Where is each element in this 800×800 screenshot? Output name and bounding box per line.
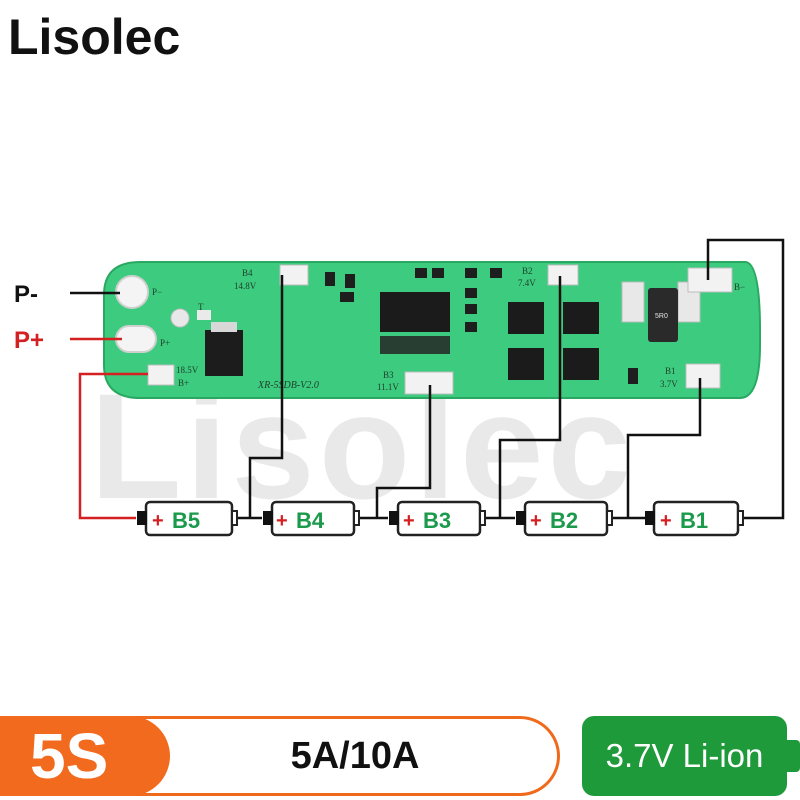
chemistry-battery-badge xyxy=(582,716,787,796)
mosfet-chip xyxy=(205,330,243,376)
silk-b1-label: B1 xyxy=(665,366,676,376)
silk-b1-voltage: 3.7V xyxy=(660,379,678,389)
b1-pad xyxy=(685,363,721,389)
silk-b4-label: B4 xyxy=(242,268,253,278)
silk-model: XR-5SDB-V2.0 xyxy=(257,380,319,391)
silk-b5-voltage: 18.5V xyxy=(176,365,199,375)
chemistry-label: 3.7V Li-ion xyxy=(605,737,764,774)
silk-b3-voltage: 11.1V xyxy=(377,382,399,392)
mosfet-chip xyxy=(508,302,544,334)
shunt-resistor xyxy=(648,288,678,342)
cell-label: B2 xyxy=(550,508,578,533)
silk-b-plus: B+ xyxy=(178,378,189,388)
silk-p-minus: P− xyxy=(152,287,162,297)
wiring xyxy=(70,238,785,520)
mosfet-chip xyxy=(563,302,599,334)
battery-terminal-icon xyxy=(786,740,800,772)
cell-b3: + B3 xyxy=(389,500,486,537)
cell-plus-sign: + xyxy=(660,510,672,532)
b2-pad xyxy=(547,264,579,286)
mosfet-chip xyxy=(508,348,544,380)
cell-b4: + B4 xyxy=(263,500,360,537)
series-count-badge: 5S xyxy=(0,716,170,796)
cell-label: B5 xyxy=(172,508,200,533)
silk-b2-label: B2 xyxy=(522,266,533,276)
cell-plus-sign: + xyxy=(276,510,288,532)
cell-b2: + B2 xyxy=(516,500,613,537)
cell-b5: + B5 xyxy=(137,500,238,537)
brand-logo: Lisolec xyxy=(8,9,181,65)
pcb-board: B4 14.8V B3 11.1V B2 7.4V B1 3.7V 18.5V … xyxy=(103,261,761,399)
silk-b3-label: B3 xyxy=(383,370,394,380)
mosfet-chip xyxy=(563,348,599,380)
cell-plus-sign: + xyxy=(530,510,542,532)
cell-plus-sign: + xyxy=(403,510,415,532)
cell-label: B1 xyxy=(680,508,708,533)
p-plus-label: P+ xyxy=(14,327,44,354)
silk-t: T xyxy=(198,302,204,312)
p-minus-pad xyxy=(115,275,149,309)
cell-label: B4 xyxy=(296,508,325,533)
thermistor-pad xyxy=(170,308,190,328)
p-minus-label: P- xyxy=(14,281,38,308)
b-plus-pad xyxy=(147,364,175,386)
silk-b-minus: B− xyxy=(734,282,745,292)
current-rating: 5A/10A xyxy=(290,735,420,777)
silk-b2-voltage: 7.4V xyxy=(518,278,536,288)
protection-ic xyxy=(380,292,450,332)
cell-label: B3 xyxy=(423,508,451,533)
silk-b4-voltage: 14.8V xyxy=(234,281,257,291)
cell-plus-sign: + xyxy=(152,510,164,532)
b4-pad xyxy=(279,264,309,286)
b-minus-pad xyxy=(687,267,733,293)
cell-b1: + B1 xyxy=(645,500,744,537)
resistor-code: 5R0 xyxy=(655,313,668,320)
silk-p-plus: P+ xyxy=(160,338,170,348)
